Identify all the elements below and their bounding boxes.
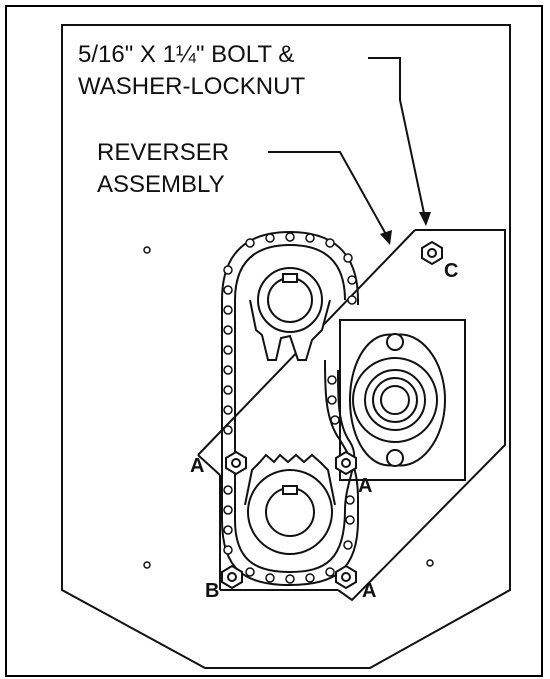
bolt-label-line2: WASHER-LOCKNUT	[78, 73, 305, 100]
lower-sprocket	[244, 453, 336, 555]
mounting-plate	[61, 24, 511, 669]
point-label-a-bottom: A	[362, 580, 376, 602]
point-label-a-right: A	[358, 475, 372, 497]
point-label-a-left: A	[190, 455, 204, 477]
leader-lines	[268, 57, 426, 239]
bolt-a-bottom	[335, 564, 357, 590]
reverser-label-line1: REVERSER	[97, 139, 229, 166]
bolt-label-line1: 5/16" X 1¼" BOLT &	[78, 41, 294, 68]
bolt-b	[221, 564, 243, 590]
point-label-b: B	[205, 580, 219, 602]
reverser-label-line2: ASSEMBLY	[97, 171, 225, 198]
chain-links	[223, 232, 357, 584]
drive-chain	[221, 230, 359, 587]
flange-bearing	[348, 333, 447, 467]
bolt-a-right	[335, 450, 357, 476]
leader-arrowheads	[380, 212, 431, 245]
plate-holes	[143, 246, 434, 569]
point-label-c: C	[444, 260, 458, 282]
bolt-c	[421, 240, 443, 266]
upper-sprocket	[249, 267, 331, 361]
bolt-a-left	[225, 450, 247, 476]
